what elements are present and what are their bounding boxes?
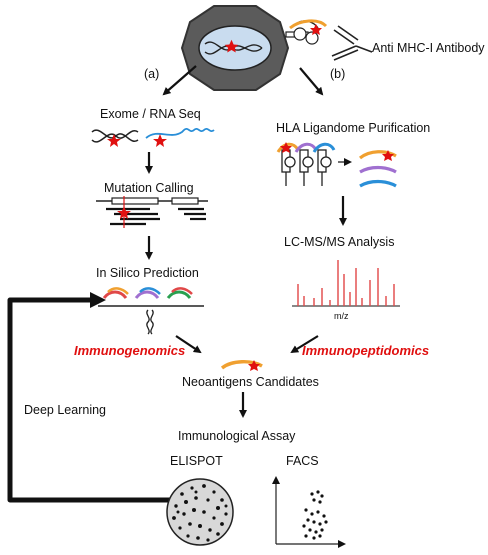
immunopeptidomics-label: Immunopeptidomics	[302, 343, 430, 358]
mutation-calling-label: Mutation Calling	[104, 181, 194, 195]
hla-purification-icon	[276, 142, 397, 188]
mz-label: m/z	[334, 311, 349, 321]
neoantigens-label: Neoantigens Candidates	[182, 375, 319, 389]
arrow-to-path-b	[299, 67, 324, 96]
deep-learning-arrowhead	[90, 292, 106, 308]
mhc-peptide-icon	[285, 19, 328, 45]
path-b-label: (b)	[330, 67, 346, 81]
candidate-peptide-icon	[220, 360, 263, 371]
immunological-assay-label: Immunological Assay	[178, 429, 296, 443]
in-silico-prediction-label: In Silico Prediction	[96, 266, 199, 280]
read-alignment-icon	[96, 196, 208, 228]
exome-rna-seq-label: Exome / RNA Seq	[100, 107, 201, 121]
elispot-label: ELISPOT	[170, 454, 223, 468]
antibody-label: Anti MHC-I Antibody	[372, 41, 485, 55]
cell-icon	[180, 5, 290, 91]
arrow-to-path-a	[162, 65, 197, 96]
hla-ligandome-label: HLA Ligandome Purification	[276, 121, 431, 135]
ms-spectrum-icon	[292, 260, 400, 307]
prediction-peptides-icon	[98, 287, 204, 335]
arrow-genomics-to-candidates	[175, 335, 202, 354]
elispot-well-icon	[166, 478, 234, 546]
rna-icon	[145, 127, 215, 147]
facs-plot-icon	[272, 476, 346, 548]
lcms-label: LC-MS/MS Analysis	[284, 235, 395, 249]
deep-learning-loop	[7, 297, 170, 503]
facs-label: FACS	[286, 454, 319, 468]
dna-icon	[91, 129, 139, 147]
antibody-icon	[331, 25, 373, 61]
immunogenomics-label: Immunogenomics	[74, 343, 186, 358]
path-a-label: (a)	[144, 67, 160, 81]
arrow-peptidomics-to-candidates	[290, 335, 319, 354]
deep-learning-label: Deep Learning	[24, 403, 107, 417]
